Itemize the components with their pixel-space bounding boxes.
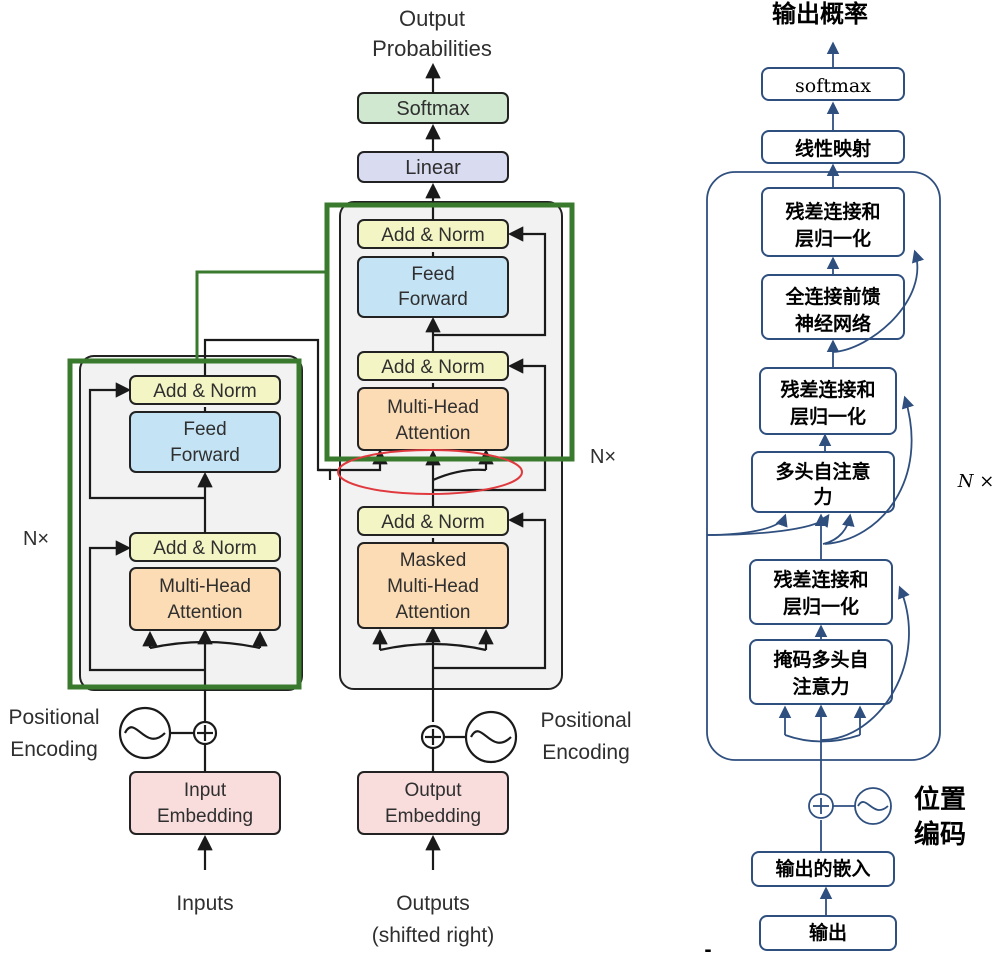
r-mha-l1: 多头自注意	[775, 460, 870, 483]
output-embedding-line2: Embedding	[385, 806, 481, 827]
dec-masked-line2: Multi-Head	[387, 576, 479, 597]
inputs-label: Inputs	[176, 892, 233, 915]
r-add-norm-bottom-l1: 残差连接和	[773, 568, 868, 591]
r-mha-l2: 力	[813, 485, 832, 508]
dec-masked-line3: Attention	[396, 602, 471, 623]
r-add-norm-mid-l2: 层归一化	[790, 405, 866, 428]
dec-add-norm-top-label: Add & Norm	[381, 225, 484, 246]
linear-label: Linear	[405, 157, 461, 179]
right-title: 输出概率	[772, 0, 868, 28]
right-diagram: 输出概率 softmax 线性映射 残差连接和 层归一化 全连接前馈 神经网络 …	[704, 0, 994, 958]
enc-nx-label: N×	[23, 528, 49, 550]
r-add-norm-top-l2: 层归一化	[795, 227, 871, 250]
dec-add-norm-bottom-label: Add & Norm	[381, 512, 484, 533]
dec-ff-line2: Forward	[398, 289, 468, 310]
enc-positional-line1: Positional	[8, 706, 99, 729]
dec-mha-line1: Multi-Head	[387, 397, 479, 418]
input-embedding-line1: Input	[184, 780, 227, 801]
r-masked-l1: 掩码多头自	[773, 648, 868, 671]
r-softmax: softmax	[795, 75, 871, 97]
r-dash: -	[704, 940, 711, 958]
outputs-line1: Outputs	[396, 892, 470, 915]
encoder-block	[79, 355, 303, 691]
outputs-line2: (shifted right)	[372, 924, 495, 947]
dec-masked-line1: Masked	[400, 550, 467, 571]
input-embedding-line2: Embedding	[157, 806, 253, 827]
enc-add-norm-bottom-label: Add & Norm	[153, 538, 256, 559]
r-output: 输出	[809, 921, 847, 944]
enc-mha-line1: Multi-Head	[159, 576, 251, 597]
r-linear: 线性映射	[795, 137, 871, 160]
dec-add-norm-mid-label: Add & Norm	[381, 357, 484, 378]
r-masked-l2: 注意力	[792, 675, 849, 698]
r-add-norm-mid-l1: 残差连接和	[780, 378, 875, 401]
output-probabilities-line2: Probabilities	[372, 36, 492, 61]
enc-ff-line2: Forward	[170, 445, 240, 466]
output-embedding-line1: Output	[404, 780, 462, 801]
enc-positional-line2: Encoding	[10, 738, 98, 761]
softmax-label: Softmax	[396, 98, 469, 120]
enc-add-norm-top-label: Add & Norm	[153, 381, 256, 402]
red-ellipse	[337, 449, 523, 495]
enc-ff-line1: Feed	[183, 419, 226, 440]
r-pos-l2: 编码	[914, 819, 966, 850]
right-boxes	[749, 67, 905, 951]
r-output-emb: 输出的嵌入	[775, 857, 870, 880]
r-ffn-l1: 全连接前馈	[784, 285, 880, 308]
r-add-norm-bottom-l2: 层归一化	[783, 595, 859, 618]
dec-nx-label: N×	[590, 446, 616, 468]
dec-mha-line2: Attention	[396, 423, 471, 444]
dec-ff-line1: Feed	[411, 264, 454, 285]
r-nx: N ×	[957, 471, 995, 492]
r-pos-l1: 位置	[914, 784, 966, 815]
enc-mha-line2: Attention	[168, 602, 243, 623]
r-add-norm-top-l1: 残差连接和	[785, 200, 880, 223]
right-block	[706, 171, 941, 761]
output-probabilities-line1: Output	[399, 6, 465, 31]
right-connectors	[706, 41, 925, 916]
dec-positional-line1: Positional	[540, 709, 631, 732]
r-ffn-l2: 神经网络	[795, 312, 871, 335]
left-diagram: Output Probabilities Softmax Linear Add …	[8, 6, 631, 947]
dec-positional-line2: Encoding	[542, 741, 630, 764]
green-highlights	[67, 202, 575, 690]
